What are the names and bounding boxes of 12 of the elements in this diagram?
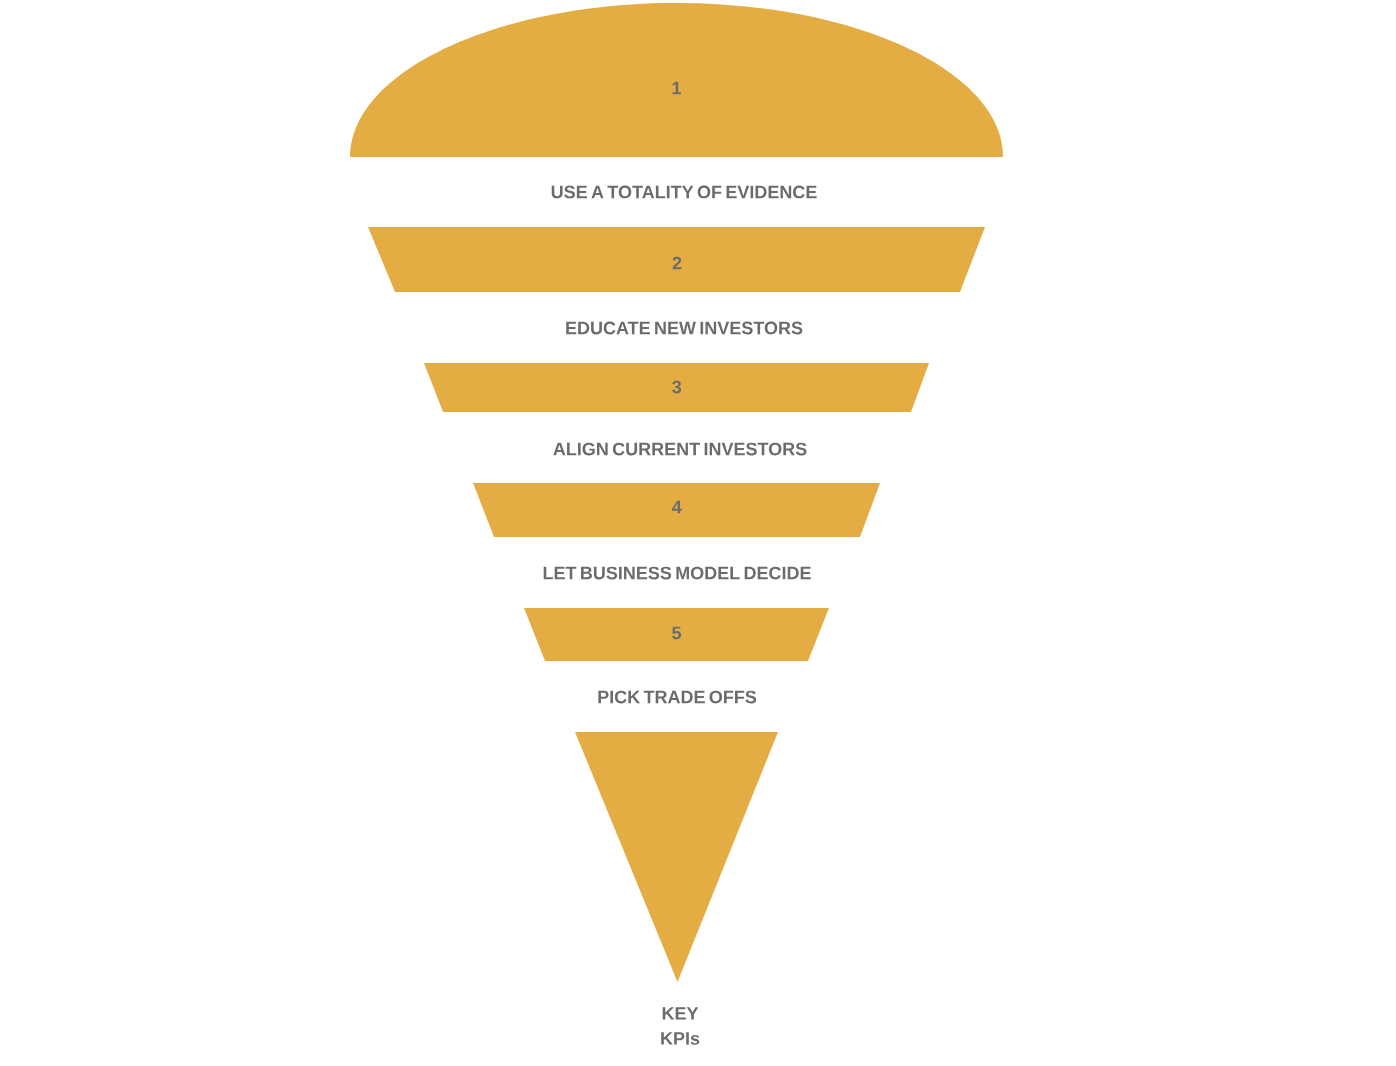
layer-caption: USE A TOTALITY OF EVIDENCE — [551, 185, 817, 199]
funnel-layer: 5 — [524, 608, 829, 661]
layer-caption: KEY KPIs — [661, 1007, 700, 1045]
layer-caption: EDUCATE NEW INVESTORS — [566, 321, 803, 335]
funnel-layer: 1 — [350, 3, 1003, 157]
layer-caption: LET BUSINESS MODEL DECIDE — [543, 566, 811, 580]
funnel-layer: 2 — [368, 227, 985, 292]
funnel-tip — [575, 732, 778, 982]
funnel-layer: 3 — [424, 363, 929, 412]
layer-caption: ALIGN CURRENT INVESTORS — [553, 442, 807, 456]
funnel-layer: 4 — [473, 483, 880, 537]
layer-caption: PICK TRADE OFFS — [598, 690, 757, 704]
